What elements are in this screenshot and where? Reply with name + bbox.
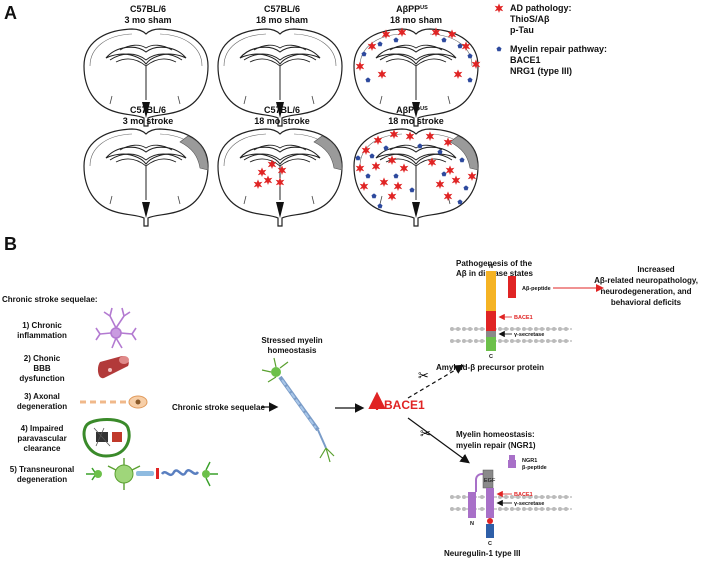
abeta-peptide: Aβ-peptide [508,276,551,298]
svg-text:Pathogenesis of the: Pathogenesis of the [456,259,533,268]
svg-text:C: C [489,354,493,360]
brain-c57-18mo-stroke [217,128,343,227]
svg-text:γ-secretase: γ-secretase [514,332,544,338]
nrg1-peptide: NGR1 β-peptide [508,455,547,471]
svg-text:C57BL/6: C57BL/6 [264,4,300,14]
membrane-top [450,327,572,343]
svg-text:N: N [470,521,474,527]
sequela-1: 1) Chronic inflammation [17,321,67,340]
increased-outcomes: Increased Aβ-related neuropathology, neu… [594,265,698,307]
svg-text:AβPPUS: AβPPUS [396,105,428,115]
svg-text:dysfunction: dysfunction [19,374,64,383]
app-protein: N C [486,264,496,360]
svg-text:18 mo stroke: 18 mo stroke [254,116,310,126]
svg-text:Stressed myelin: Stressed myelin [261,336,322,345]
blood-vessel-icon [97,356,129,379]
ad-pathology-star-icon [494,3,504,14]
svg-text:γ-secretase: γ-secretase [514,501,544,507]
panel-b-letter: B [4,234,17,254]
paravascular-icon [82,418,131,458]
nrg1-label: Neuregulin-1 type III [444,549,520,558]
brain-title-6: AβPPUS 18 mo stroke [388,105,444,126]
svg-text:β-peptide: β-peptide [522,465,547,471]
legend: AD pathology: ThioS/Aβ p-Tau Myelin repa… [494,3,607,76]
brain-title-2: C57BL/6 18 mo sham [256,4,308,25]
bace1-label: BACE1 [384,398,425,412]
svg-text:degeneration: degeneration [17,402,67,411]
svg-text:BBB: BBB [33,364,51,373]
sequelae-label: Chronic stroke sequelae [172,403,265,412]
sequela-4: 4) Impaired paravascular clearance [17,424,66,453]
axon-icon [80,395,148,409]
nrg1-protein: EGF N C [468,469,496,547]
brain-c57-3mo-stroke [83,128,209,227]
app-gamma-secretase: γ-secretase [498,330,544,338]
microglia-icon [95,307,137,349]
svg-text:4) Impaired: 4) Impaired [21,424,64,433]
svg-text:clearance: clearance [24,444,61,453]
svg-text:inflammation: inflammation [17,331,67,340]
svg-text:N: N [489,264,493,270]
svg-text:Aβ-peptide: Aβ-peptide [522,286,551,292]
myelinated-neuron-icon [261,357,335,463]
sequela-2: 2) Chonic BBB dysfunction [19,354,64,383]
svg-text:Myelin homeostasis:: Myelin homeostasis: [456,430,535,439]
scissors-icon-2: ✂ [420,426,431,441]
sequela-3: 3) Axonal degeneration [17,392,67,411]
app-bace1-cleavage: BACE1 [498,313,533,321]
svg-text:Aβ-related neuropathology,: Aβ-related neuropathology, [594,276,698,285]
svg-text:18 mo stroke: 18 mo stroke [388,116,444,126]
brain-title-1: C57BL/6 3 mo sham [124,4,171,25]
svg-text:C57BL/6: C57BL/6 [264,105,300,115]
svg-text:NGR1: NGR1 [522,458,537,464]
svg-text:p-Tau: p-Tau [510,25,534,35]
svg-text:Myelin repair pathway:: Myelin repair pathway: [510,44,607,54]
to-app-arrow [407,364,465,399]
sequelae-title: Chronic stroke sequelae: [2,295,98,304]
membrane-bottom [450,495,572,511]
nrg1-gamma-secretase: γ-secretase [496,499,544,507]
svg-text:BACE1: BACE1 [514,492,533,498]
svg-text:NRG1 (type III): NRG1 (type III) [510,66,572,76]
brain-app-18mo-stroke [353,128,479,227]
svg-text:2) Chonic: 2) Chonic [24,354,61,363]
svg-text:3 mo stroke: 3 mo stroke [123,116,174,126]
svg-text:Increased: Increased [637,265,674,274]
myelin-repair-pentagon-icon [496,46,502,52]
scissors-icon: ✂ [418,368,429,383]
app-label: Amyloid-β precursor protein [436,363,544,372]
to-nrg1-arrow [407,417,470,464]
svg-text:3) Axonal: 3) Axonal [24,392,60,401]
svg-text:myelin repair (NGR1): myelin repair (NGR1) [456,441,536,450]
svg-text:paravascular: paravascular [17,434,66,443]
svg-text:18 mo sham: 18 mo sham [390,15,442,25]
brain-title-3: AβPPUS 18 mo sham [390,4,442,25]
svg-text:BACE1: BACE1 [514,315,533,321]
svg-text:homeostasis: homeostasis [268,346,317,355]
svg-text:behavioral deficits: behavioral deficits [611,298,682,307]
stressed-myelin-title: Stressed myelin homeostasis [261,336,322,355]
svg-text:ThioS/Aβ: ThioS/Aβ [510,14,550,24]
svg-text:5) Transneuronal: 5) Transneuronal [10,465,74,474]
svg-text:3 mo sham: 3 mo sham [124,15,171,25]
brain-title-5: C57BL/6 18 mo stroke [254,105,310,126]
nrg1-bace1-cleavage: BACE1 [496,490,533,498]
svg-text:C: C [488,541,492,547]
svg-text:18 mo sham: 18 mo sham [256,15,308,25]
svg-text:neurodegeneration, and: neurodegeneration, and [600,287,691,296]
myelin-homeostasis-title: Myelin homeostasis: myelin repair (NGR1) [456,430,536,450]
svg-text:C57BL/6: C57BL/6 [130,4,166,14]
svg-text:1) Chronic: 1) Chronic [22,321,62,330]
transneuronal-icon [86,458,218,490]
svg-text:AβPPUS: AβPPUS [396,4,428,14]
panel-a-letter: A [4,3,17,23]
svg-text:degeneration: degeneration [17,475,67,484]
svg-text:AD pathology:: AD pathology: [510,3,572,13]
sequela-5: 5) Transneuronal degeneration [10,465,74,484]
brain-title-4: C57BL/6 3 mo stroke [123,105,174,126]
svg-text:C57BL/6: C57BL/6 [130,105,166,115]
svg-text:EGF: EGF [484,478,496,484]
svg-text:BACE1: BACE1 [510,55,541,65]
